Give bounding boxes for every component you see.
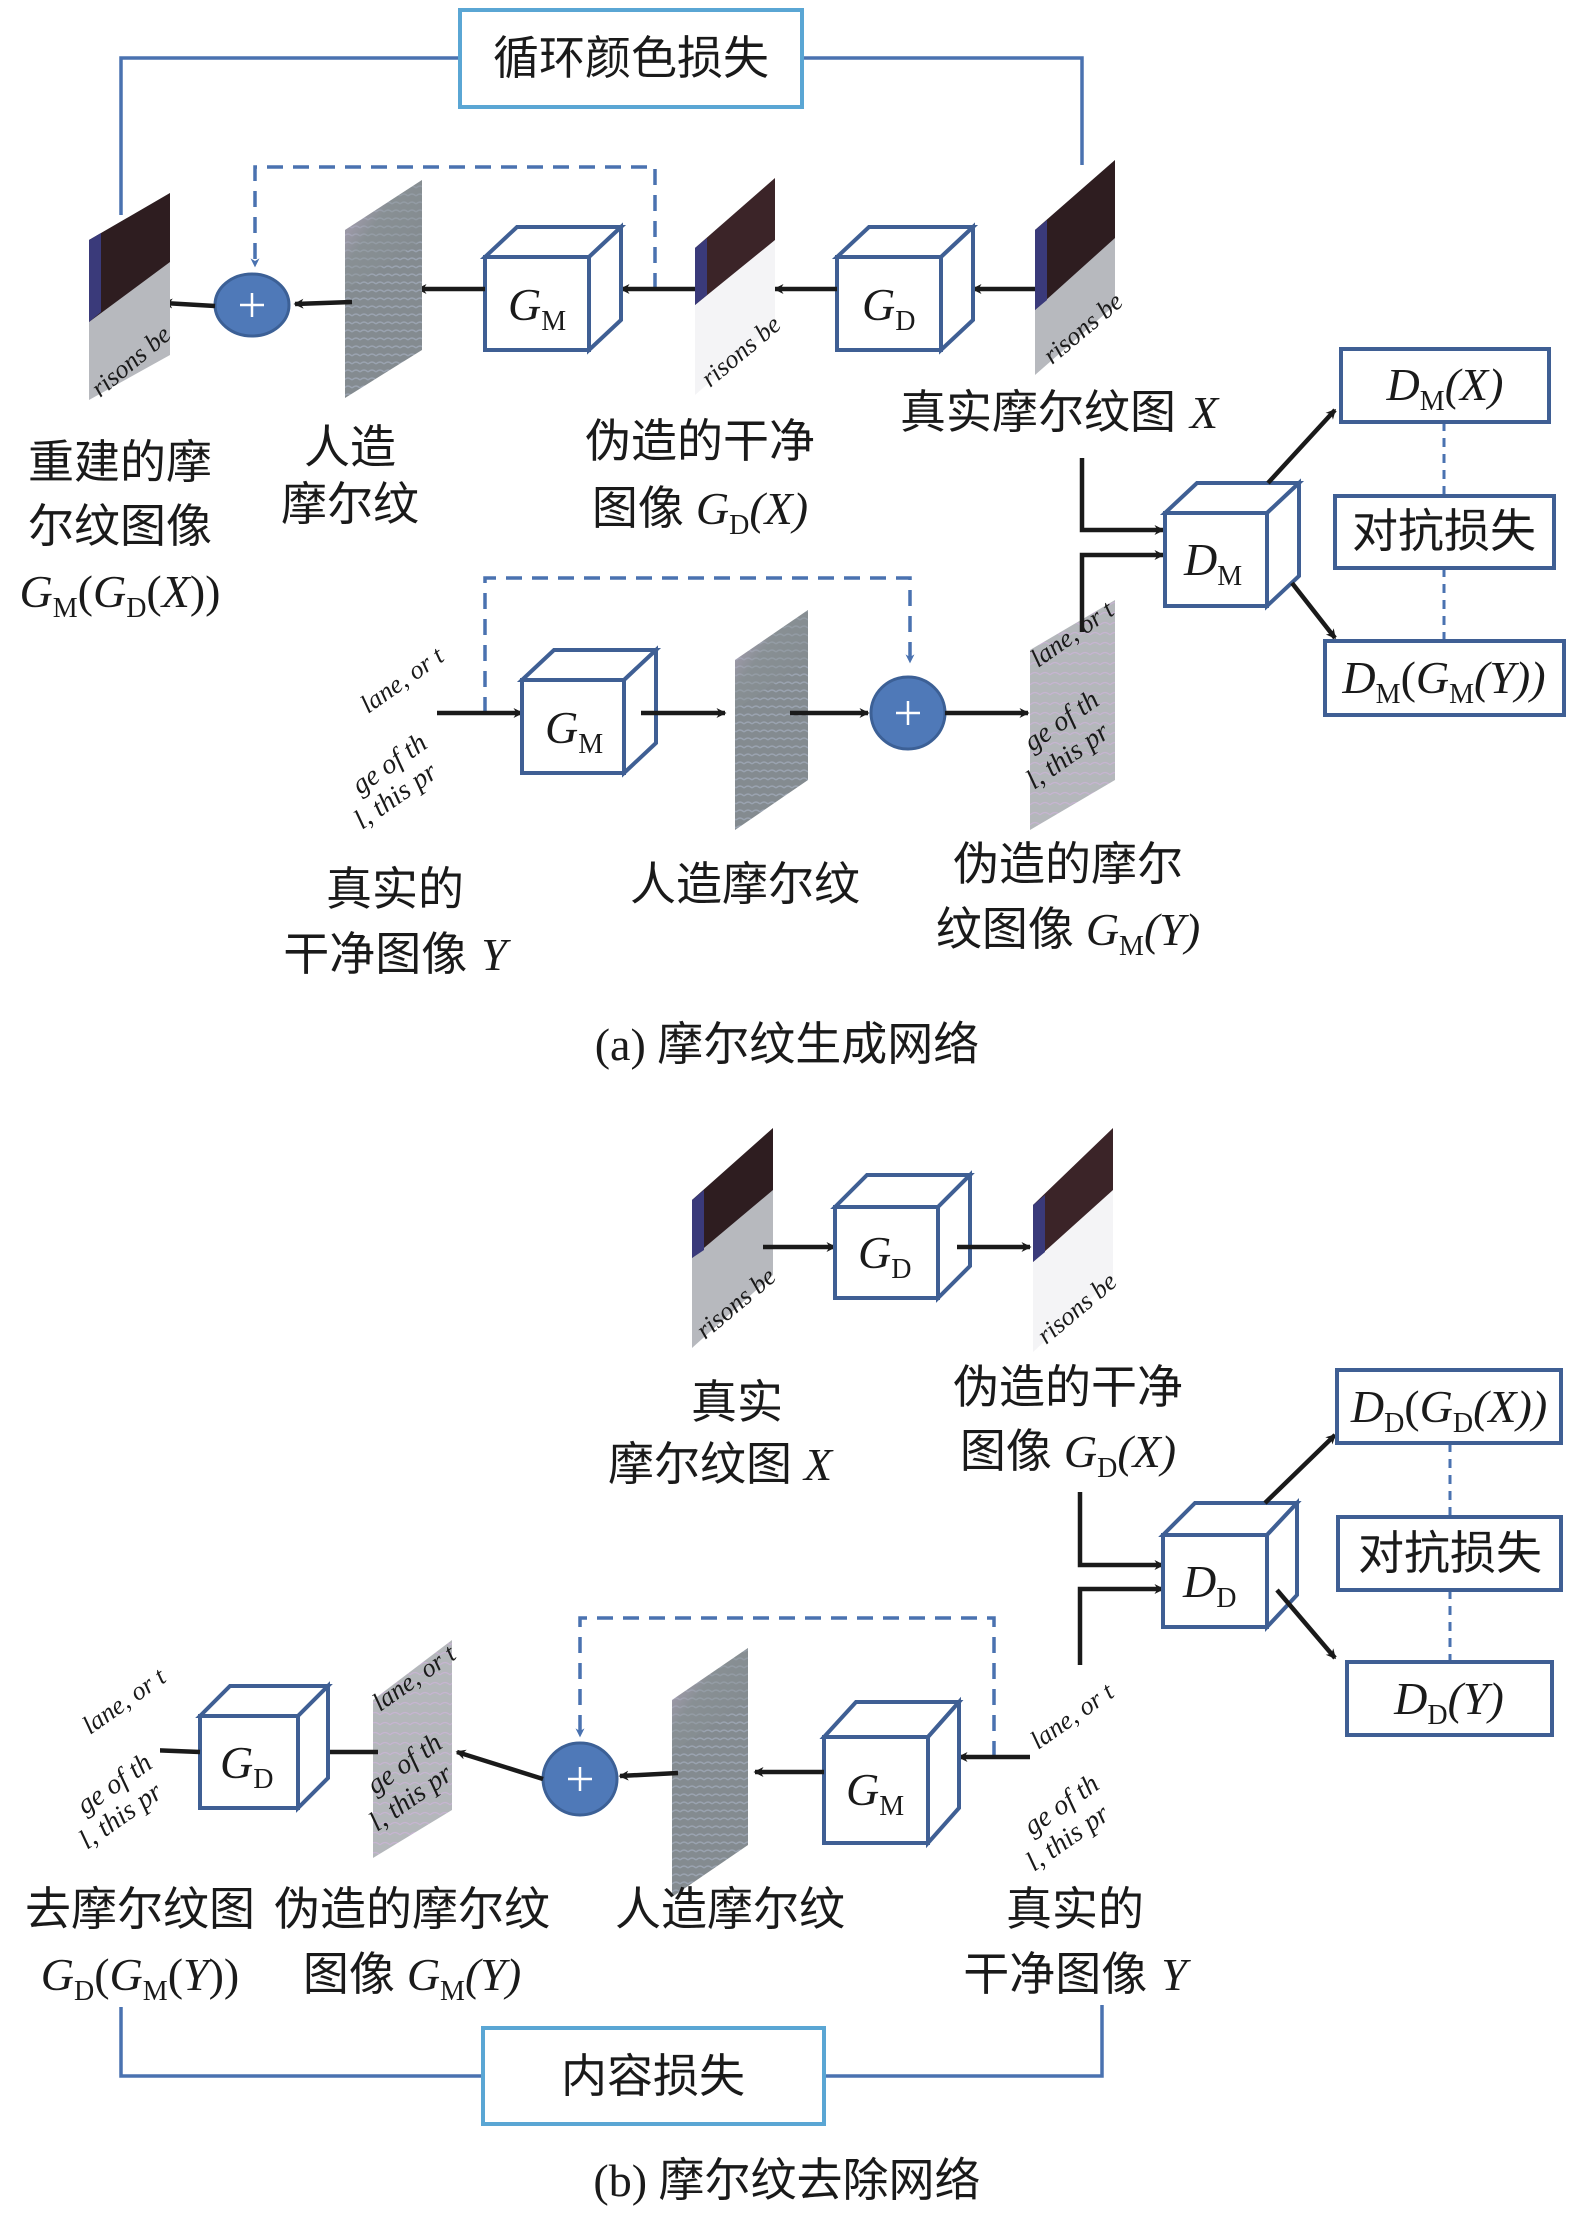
- content-loss-connector-right: [824, 2005, 1104, 2078]
- generator-gm-cube-b: GM: [819, 1696, 964, 1849]
- adversarial-loss-box-a: [1333, 494, 1556, 570]
- fake-clean-image-b: risons be: [1031, 1128, 1122, 1352]
- arrow-real-clean-to-dd: [1077, 1584, 1165, 1665]
- fake-moire-image-b: lane, or t ge of th l, this pr: [361, 1638, 462, 1858]
- fake-moire-label-line1: 伪造的摩尔: [953, 839, 1183, 890]
- dm-fake-output: DM(GM(Y)): [1341, 652, 1545, 710]
- skip-connection-a-bottom: [483, 576, 915, 713]
- dd-fake-output: DD(GD(X)): [1350, 1381, 1547, 1439]
- panel-a-caption: (a) 摩尔纹生成网络: [595, 1019, 980, 1070]
- generator-gm-cube-a-bottom: GM: [516, 645, 662, 778]
- arrow-dm-to-fake-output: [1290, 581, 1337, 640]
- real-moire-image-x-b: risons be: [690, 1128, 781, 1348]
- artificial-moire-label-b: 人造摩尔纹: [615, 1884, 845, 1935]
- artificial-moire-label-line1: 人造: [304, 422, 396, 473]
- generator-gd-cube-b-bottom: GD: [195, 1681, 333, 1813]
- artificial-moire-label: 人造摩尔纹: [630, 859, 860, 910]
- fake-clean-image: risons be: [695, 178, 786, 395]
- fake-moire-label-b-line1: 伪造的摩尔纹: [274, 1884, 550, 1935]
- generator-gd-cube: GD: [831, 222, 979, 355]
- adversarial-loss-box-b: [1336, 1515, 1563, 1592]
- real-moire-label-b-line1: 真实: [691, 1377, 783, 1428]
- generator-gd-cube-b-top: GD: [830, 1170, 975, 1303]
- panel-b-caption: (b) 摩尔纹去除网络: [593, 2155, 980, 2206]
- skip-connection-b: [575, 1616, 996, 1757]
- cycle-loss-box: [458, 8, 804, 109]
- dm-fake-output-box: [1323, 639, 1566, 717]
- skip-connection-top: [250, 165, 657, 289]
- dd-real-output-box: [1345, 1660, 1554, 1737]
- discriminator-dm-cube: DM: [1159, 478, 1305, 611]
- adversarial-loss-label-a: 对抗损失: [1352, 506, 1536, 557]
- moire-highlight: [345, 180, 422, 290]
- discriminator-dd-cube: DD: [1158, 1497, 1302, 1633]
- fake-clean-label-b-line1: 伪造的干净: [953, 1362, 1183, 1413]
- real-moire-image-x: risons be: [1035, 160, 1128, 375]
- arrow-moire-to-adder-b: [618, 1770, 679, 1781]
- arrow-adder-to-fake-moire-b: [455, 1749, 544, 1782]
- gm-symbol: GM: [508, 279, 566, 337]
- real-clean-label-line1: 真实的: [326, 864, 464, 915]
- dm-real-output: DM(X): [1386, 359, 1504, 417]
- dd-fake-output-box: [1335, 1368, 1563, 1445]
- adder-b: [541, 1741, 619, 1817]
- arrow-dd-to-real-output: [1275, 1588, 1337, 1660]
- real-clean-label-b-line1: 真实的: [1006, 1884, 1144, 1935]
- arrow-dm-to-real-output: [1266, 408, 1337, 485]
- adder-top: [213, 272, 291, 338]
- content-loss-label: 内容损失: [561, 2051, 745, 2102]
- cycle-loss-label: 循环颜色损失: [493, 33, 769, 84]
- fake-moire-image: lane, or t ge of th l, this pr: [1018, 594, 1120, 830]
- arrow-adder-to-reconstructed: [162, 298, 216, 309]
- cycle-loss-connector-right: [802, 56, 1084, 165]
- content-loss-connector-left: [119, 2007, 483, 2078]
- demoired-formula: GD(GM(Y)): [41, 1949, 240, 2007]
- content-loss-box: [481, 2026, 826, 2126]
- dm-symbol: DM: [1183, 534, 1242, 592]
- arrow-fake-clean-to-dd: [1077, 1492, 1165, 1570]
- arrow-moire-to-adder: [293, 298, 353, 309]
- generator-gm-cube-top: GM: [479, 222, 627, 355]
- gm-symbol: GM: [846, 1764, 904, 1822]
- arrow-dd-to-fake-output: [1263, 1433, 1337, 1505]
- reconstructed-formula: GM(GD(X)): [19, 566, 220, 624]
- adder-a-bottom: [869, 675, 947, 751]
- fake-clean-label-line1: 伪造的干净: [585, 416, 815, 467]
- reconstructed-label-line1: 重建的摩: [28, 437, 212, 488]
- dd-real-output: DD(Y): [1393, 1673, 1504, 1731]
- cycle-loss-connector-left: [119, 56, 460, 215]
- dd-symbol: DD: [1182, 1556, 1236, 1614]
- arrow-fake-moire-to-dm: [1079, 550, 1165, 632]
- adversarial-loss-label-b: 对抗损失: [1358, 1528, 1542, 1579]
- moire-highlight: [672, 1648, 748, 1752]
- gd-symbol: GD: [220, 1737, 273, 1795]
- gd-symbol: GD: [862, 279, 915, 337]
- demoired-image: lane, or t ge of th l, this pr: [71, 1661, 172, 1870]
- demoired-label-line1: 去摩尔纹图: [25, 1884, 255, 1935]
- gd-symbol: GD: [858, 1227, 911, 1285]
- moire-highlight: [735, 610, 808, 710]
- real-clean-image-y: lane, or t ge of th l, this pr: [346, 640, 450, 848]
- reconstructed-label-line2: 尔纹图像: [28, 501, 212, 552]
- dm-real-output-box: [1339, 347, 1551, 424]
- artificial-moire-label-line2: 摩尔纹: [281, 479, 419, 530]
- real-clean-image-y-b: lane, or t ge of th l, this pr: [1018, 1676, 1120, 1905]
- gm-symbol: GM: [545, 702, 603, 760]
- reconstructed-moire-image: risons be: [85, 193, 176, 403]
- arrow-x-to-dm: [1079, 458, 1165, 535]
